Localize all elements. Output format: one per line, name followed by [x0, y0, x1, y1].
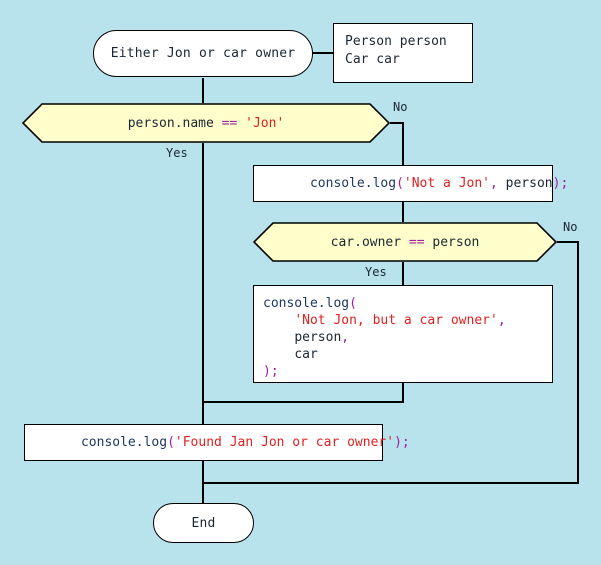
- decision1-shape: [22, 103, 390, 143]
- node-end-label: End: [191, 515, 216, 531]
- node-log-car-owner[interactable]: console.log( 'Not Jon, but a car owner',…: [253, 285, 553, 383]
- edge-label-decision2-no: No: [563, 220, 578, 234]
- node-decision1-label: person.name == 'Jon': [127, 115, 285, 131]
- annotation-line-2: Car car: [345, 52, 400, 67]
- node-decision2-label: car.owner == person: [330, 234, 480, 250]
- node-log-car-owner-text: console.log( 'Not Jon, but a car owner',…: [263, 296, 506, 379]
- node-log-found[interactable]: console.log('Found Jan Jon or car owner'…: [24, 424, 410, 461]
- node-end[interactable]: End: [153, 503, 254, 543]
- node-start-label: Either Jon or car owner: [110, 46, 296, 61]
- annotation-line-1: Person person: [345, 34, 447, 49]
- edge-label-decision2-yes: Yes: [365, 265, 387, 279]
- node-start[interactable]: Either Jon or car owner: [93, 30, 313, 77]
- node-decision1[interactable]: person.name == 'Jon': [22, 103, 390, 143]
- decision2-shape: [253, 222, 557, 262]
- node-log-not-a-jon[interactable]: console.log('Not a Jon', person);: [253, 165, 568, 202]
- node-decision2[interactable]: car.owner == person: [253, 222, 557, 262]
- node-log-not-a-jon-text: console.log('Not a Jon', person);: [309, 176, 569, 191]
- edge-logcarowner-merge: [203, 383, 404, 403]
- node-log-found-text: console.log('Found Jan Jon or car owner'…: [80, 435, 410, 450]
- edge-label-decision1-no: No: [393, 100, 408, 114]
- edge-label-decision1-yes: Yes: [166, 146, 188, 160]
